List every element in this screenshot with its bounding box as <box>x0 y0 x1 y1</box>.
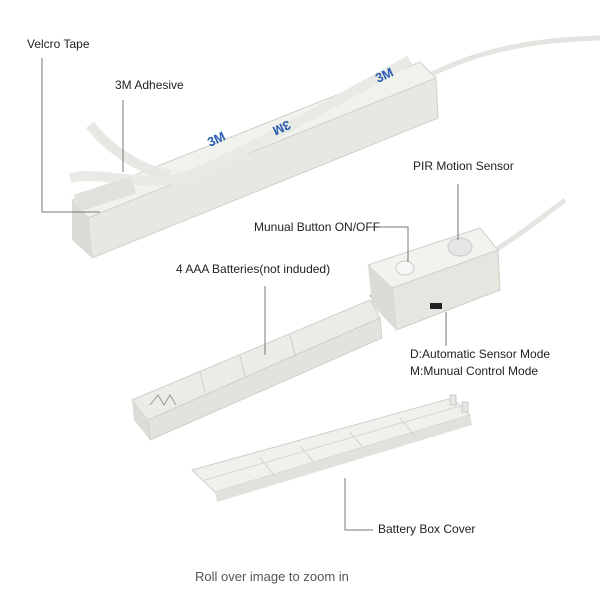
adhesive-backing <box>86 121 171 180</box>
power-cable-top <box>428 35 600 78</box>
pir-sensor-lens <box>447 237 473 257</box>
label-velcro-tape: Velcro Tape <box>27 37 90 51</box>
label-manual-button: Munual Button ON/OFF <box>254 220 381 234</box>
leader-lines <box>41 58 459 531</box>
brand-mark-2: 3M <box>270 117 293 138</box>
power-cable-sensor <box>493 198 567 253</box>
mode-switch <box>430 303 442 309</box>
manual-button <box>395 260 415 276</box>
label-mode-d: D:Automatic Sensor Mode <box>410 347 551 361</box>
zoom-hint: Roll over image to zoom in <box>195 569 349 584</box>
label-3m-adhesive: 3M Adhesive <box>115 78 184 92</box>
battery-spring <box>149 394 177 406</box>
label-mode-m: M:Munual Control Mode <box>410 364 539 378</box>
mounted-light-bar: 3M 3M 3M <box>68 55 439 259</box>
label-pir-sensor: PIR Motion Sensor <box>413 159 514 173</box>
battery-tray-device <box>131 227 501 441</box>
adhesive-strip <box>68 55 413 186</box>
label-battery-cover: Battery Box Cover <box>378 522 476 536</box>
label-batteries: 4 AAA Batteries(not induded) <box>176 262 331 276</box>
brand-mark-3: 3M <box>373 64 396 85</box>
velcro-piece <box>73 176 137 212</box>
brand-mark-1: 3M <box>205 128 228 149</box>
battery-cover <box>191 394 472 502</box>
